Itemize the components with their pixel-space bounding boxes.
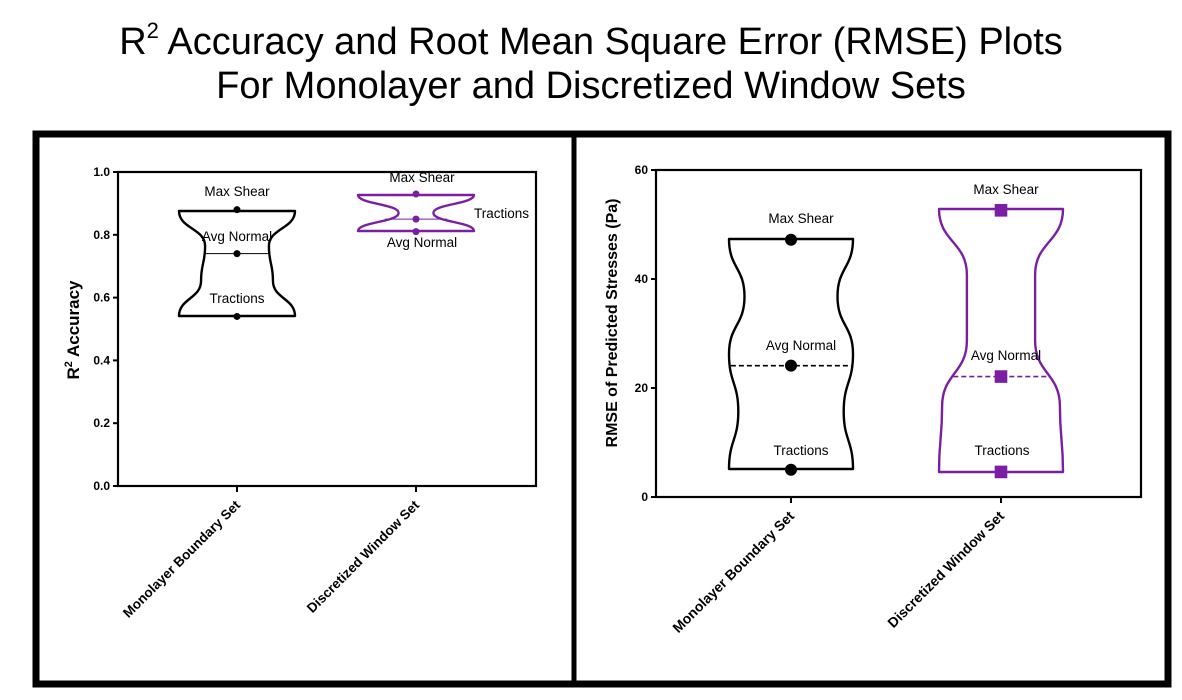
- data-point-circle: [233, 250, 241, 258]
- violin-outline: [937, 207, 1065, 474]
- data-point-square: [994, 204, 1008, 217]
- violin-outline: [356, 193, 476, 233]
- data-point-label: Tractions: [209, 291, 264, 306]
- data-point-label: Max Shear: [973, 182, 1039, 197]
- y-tick-label: 0.8: [93, 228, 110, 242]
- data-point-circle: [412, 215, 420, 223]
- data-point-label: Max Shear: [204, 184, 270, 199]
- data-point-label: Avg Normal: [387, 235, 457, 250]
- data-point-circle: [785, 359, 797, 372]
- data-point-label: Tractions: [974, 443, 1029, 458]
- y-tick-label: 0.6: [93, 291, 110, 305]
- data-point-label: Avg Normal: [202, 229, 272, 244]
- outer-frame: [32, 130, 1172, 688]
- violin-outline: [177, 209, 297, 318]
- x-category-label: Monolayer Boundary Set: [120, 497, 243, 620]
- y-tick-label: 0.4: [93, 353, 110, 367]
- y-tick-label: 0.2: [93, 416, 110, 430]
- title-line-1: R2 Accuracy and Root Mean Square Error (…: [0, 20, 1182, 64]
- y-tick-label: 0.0: [93, 479, 110, 493]
- title-r: R: [119, 21, 147, 63]
- plot-area-frame: [116, 170, 538, 488]
- page-title: R2 Accuracy and Root Mean Square Error (…: [0, 20, 1182, 108]
- x-category-label: Discretized Window Set: [884, 508, 1007, 631]
- data-point-circle: [412, 190, 420, 198]
- y-tick-label: 40: [635, 272, 649, 286]
- y-axis-label: R2 Accuracy: [63, 280, 83, 380]
- data-point-label: Max Shear: [768, 211, 834, 226]
- data-point-square: [994, 370, 1008, 383]
- x-category-label: Discretized Window Set: [304, 497, 423, 616]
- rmse-panel: RMSE of Predicted Stresses (Pa) 0 20 40 60M…: [604, 163, 1143, 636]
- data-point-label: Avg Normal: [766, 338, 836, 353]
- data-point-circle: [785, 233, 797, 246]
- y-tick-label: 20: [635, 381, 649, 395]
- violin-outline: [727, 237, 855, 471]
- data-point-square: [994, 465, 1008, 479]
- y-tick-label: 1.0: [93, 165, 110, 179]
- r2-accuracy-panel: R2 Accuracy 0.0 0.2 0.4 0.6 0.8 1.0Monolayer …: [63, 165, 538, 621]
- title-superscript: 2: [146, 18, 159, 43]
- data-point-label: Max Shear: [389, 170, 455, 185]
- data-point-circle: [412, 228, 420, 236]
- plot-area-frame: [654, 168, 1143, 499]
- y-tick-label: 0: [641, 490, 648, 504]
- data-point-circle: [233, 206, 241, 214]
- data-point-circle: [785, 463, 797, 476]
- data-point-label: Tractions: [773, 443, 828, 458]
- y-tick-label: 60: [635, 163, 649, 177]
- title-line-1-rest: Accuracy and Root Mean Square Error (RMS…: [158, 21, 1063, 63]
- y-axis-label: RMSE of Predicted Stresses (Pa): [604, 199, 621, 448]
- x-category-label: Monolayer Boundary Set: [669, 508, 797, 636]
- data-point-label: Avg Normal: [971, 348, 1041, 363]
- data-point-label: Tractions: [474, 206, 529, 221]
- data-point-circle: [233, 312, 241, 320]
- title-line-2: For Monolayer and Discretized Window Set…: [216, 65, 966, 107]
